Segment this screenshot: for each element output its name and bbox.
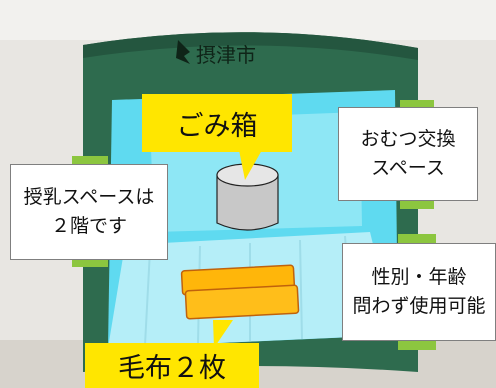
tape-mark xyxy=(400,100,434,108)
blanket-label: 毛布２枚 xyxy=(118,353,226,384)
city-logo-icon xyxy=(176,40,190,64)
tape-mark xyxy=(398,340,436,350)
diaper-line-1: おむつ交換 xyxy=(360,127,456,150)
nursing-line-2: ２階です xyxy=(50,215,127,237)
tape-mark xyxy=(72,258,108,267)
blanket-callout: 毛布２枚 xyxy=(85,343,259,388)
blanket xyxy=(180,264,300,320)
any-gender-card: 性別・年齢 問わず使用可能 xyxy=(342,243,496,341)
nursing-space-card: 授乳スペースは ２階です xyxy=(10,164,168,260)
trash-label: ごみ箱 xyxy=(176,110,258,142)
any-gender-line-1: 性別・年齢 xyxy=(371,265,467,288)
diaper-space-card: おむつ交換 スペース xyxy=(338,107,478,201)
nursing-line-1: 授乳スペースは xyxy=(23,185,155,208)
tape-mark xyxy=(400,200,434,209)
tent-sign-text: 摂津市 xyxy=(196,43,256,67)
tape-mark xyxy=(398,234,436,244)
tape-mark xyxy=(72,156,108,165)
any-gender-line-2: 問わず使用可能 xyxy=(352,295,486,317)
diaper-line-2: スペース xyxy=(371,157,445,179)
trash-callout: ごみ箱 xyxy=(142,94,292,152)
